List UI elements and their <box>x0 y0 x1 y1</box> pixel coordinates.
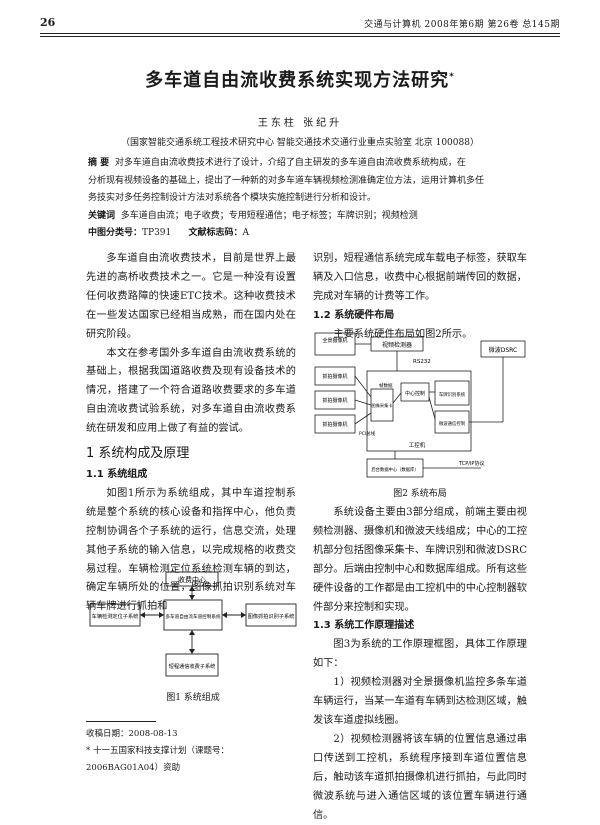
fig2-label-dsrc: 微波DSRC <box>489 346 518 354</box>
clc-value: TP391 <box>142 228 172 238</box>
right-paragraph-1: 识别，短程通信系统完成车载电子标签，获取车辆及入口信息，收费中心根据前端传回的数… <box>313 253 527 302</box>
fig2-label-tcp-ip: TCP/IP协议 <box>458 460 484 467</box>
fig2-label-capture-camera-2: 抓拍摄像机 <box>322 397 347 404</box>
fig2-label-capture-camera-1: 抓拍摄像机 <box>322 373 347 380</box>
title-text: 多车道自由流收费系统实现方法研究 <box>145 70 450 91</box>
intro-paragraph-2: 本文在参考国外多车道自由流收费系统的基础上，根据我国道路收费及现有设备技术的情况… <box>86 347 296 435</box>
right-column-top: 识别，短程通信系统完成车载电子标签，获取车辆及入口信息，收费中心根据前端传回的数… <box>313 250 527 345</box>
right-column-bottom: 系统设备主要由3部分组成，前端主要由视频检测器、摄像机和微波天线组成；中心的工控… <box>313 504 527 825</box>
section-1-2-heading: 1.2 系统硬件布局 <box>313 309 395 321</box>
title-footnote-mark: * <box>449 72 455 82</box>
fig2-label-video-detector: 视频检测器 <box>382 341 412 349</box>
keywords-label: 关键词 <box>88 210 116 221</box>
figure-1-system-composition: 收费中心 车辆检测定位子系统 多车道自由流车道控制系统 图像抓拍识别子系统 短程… <box>89 571 297 677</box>
fig1-label-dsrc: 短程通信收费子系统 <box>169 662 216 670</box>
fig2-label-capture-camera-3: 抓拍摄像机 <box>322 421 347 428</box>
figure-2-caption: 图2 系统布局 <box>393 489 447 499</box>
received-date: 收稿日期：2008-08-13 <box>86 729 178 739</box>
doc-code-label: 文献标志码： <box>188 228 243 238</box>
fig2-label-panoramic-camera: 全景摄像机 <box>322 337 347 344</box>
right-paragraph-4: 图3为系统的工作原理框图，具体工作原理如下： <box>313 639 527 670</box>
abstract: 摘 要 对多车道自由流收费技术进行了设计，介绍了自主研发的多车道自由流收费系统构… <box>88 155 510 243</box>
fig1-label-toll-center: 收费中心 <box>178 575 206 584</box>
abstract-line-1: 对多车道自由流收费技术进行了设计，介绍了自主研发的多车道自由流收费系统构成，在 <box>114 158 466 168</box>
doc-code-value: A <box>242 228 249 238</box>
figure-2-system-layout: 全景摄像机 抓拍摄像机 抓拍摄像机 抓拍摄像机 视频检测器 微波DSRC RS2… <box>314 332 526 478</box>
right-paragraph-3: 系统设备主要由3部分组成，前端主要由视频检测器、摄像机和微波天线组成；中心的工控… <box>313 507 527 613</box>
footnote-rule <box>86 721 156 722</box>
fig2-label-data-center: 后台数据中心（数据库） <box>371 466 418 473</box>
right-paragraph-6: 2）视频检测器将该车辆的位置信息通过串口传送到工控机，系统程序接到车道位置信息后… <box>313 733 527 821</box>
fig1-label-image-capture: 图像抓拍识别子系统 <box>248 612 295 620</box>
fig2-label-plate-recognition: 车牌识别系统 <box>439 391 466 398</box>
fig1-label-vehicle-detection: 车辆检测定位子系统 <box>92 612 139 620</box>
fund-note: * 十一五国家科技支撑计划（课题号：2006BAG01A04）资助 <box>86 746 229 773</box>
fig2-label-rs232: RS232 <box>413 359 431 365</box>
page-number: 26 <box>40 16 56 29</box>
section-1-heading: 1 系统构成及原理 <box>86 446 190 462</box>
paper-title: 多车道自由流收费系统实现方法研究* <box>0 66 600 92</box>
keywords-text: 多车道自由流；电子收费；专用短程通信；电子标签；车牌识别；视频检测 <box>120 210 418 221</box>
figure-1-caption: 图1 系统组成 <box>166 693 220 703</box>
right-paragraph-2: 主要系统硬件布局如图2所示。 <box>333 328 473 340</box>
abstract-line-2: 分析现有视频设备的基础上，提出了一种新的对多车道车辆视频检测准确定位方法，运用计… <box>88 175 485 186</box>
fig1-label-lane-control: 多车道自由流车道控制系统 <box>165 613 221 620</box>
fig2-label-ipc: 工控机 <box>409 441 426 449</box>
authors: 王东柱 张纪升 <box>257 118 343 129</box>
affiliation: （国家智能交通系统工程技术研究中心 智能交通技术交通行业重点实验室 北京 100… <box>121 138 479 148</box>
fig2-label-capture-card: 图像采集卡 <box>372 402 393 409</box>
left-column: 多车道自由流收费技术，目前是世界上最先进的高桥收费技术之一。它是一种没有设置任何… <box>86 250 296 617</box>
abstract-line-3: 务技实对多任务控制设计方法对系统各个模块实施控制进行分析和设计。 <box>88 193 377 203</box>
running-header: 26 交通与计算机 2008年第6期 第26卷 总145期 <box>40 14 560 32</box>
fig2-box-panoramic-camera <box>314 332 356 356</box>
header-rule <box>40 33 560 34</box>
footnotes: 收稿日期：2008-08-13 * 十一五国家科技支撑计划（课题号：2006BA… <box>86 726 300 777</box>
section-1-3-heading: 1.3 系统工作原理描述 <box>313 620 415 632</box>
intro-paragraph-1: 多车道自由流收费技术，目前是世界上最先进的高桥收费技术之一。它是一种没有设置任何… <box>86 253 296 340</box>
fig2-label-dsrc-control: 微波通信控制 <box>439 420 466 427</box>
abstract-label: 摘 要 <box>88 158 110 168</box>
fig2-label-pci-bus: PCI总线 <box>359 430 376 437</box>
clc-label: 中图分类号： <box>88 228 143 238</box>
fig2-label-center-control: 中心控制 <box>405 390 425 397</box>
fig2-box-plate-recognition <box>434 380 470 406</box>
journal-info: 交通与计算机 2008年第6期 第26卷 总145期 <box>364 20 560 30</box>
section-1-1-heading: 1.1 系统组成 <box>86 468 148 480</box>
right-paragraph-5: 1）视频检测器对全景摄像机监控多条车道车辆运行，当某一车道有车辆到达检测区域，触… <box>313 677 527 726</box>
fig2-box-ipc <box>366 370 472 452</box>
header-rule-thin <box>40 36 560 37</box>
fig2-label-frame-data: 帧数据 <box>379 382 393 389</box>
